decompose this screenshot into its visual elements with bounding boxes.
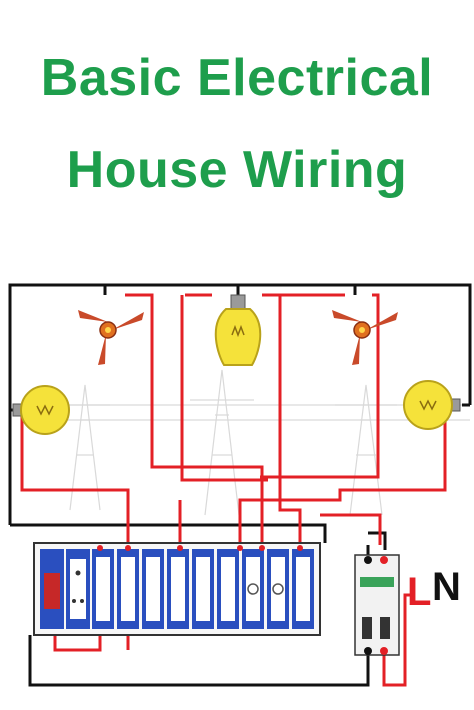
switch-board (33, 542, 321, 636)
switch-icon (192, 549, 214, 629)
regulator-icon (242, 549, 264, 629)
switch-icon (92, 549, 114, 629)
neutral-label: N (432, 565, 461, 609)
title-line-2: House Wiring (66, 141, 408, 199)
switch-icon (167, 549, 189, 629)
switch-icon (292, 549, 314, 629)
bulb-icon (214, 294, 262, 366)
ceiling-fan-icon (332, 310, 398, 365)
wall-lamp-icon (403, 380, 461, 430)
neutral-wiring (8, 283, 472, 687)
ceiling-fan-icon (78, 310, 144, 365)
socket-icon (40, 549, 90, 629)
regulator-icon (267, 549, 289, 629)
wall-lamp-icon (12, 385, 70, 435)
switch-icon (217, 549, 239, 629)
background-pylons (30, 369, 470, 516)
live-label: L (407, 570, 431, 614)
title-line-1: Basic Electrical (40, 49, 434, 107)
switch-icon (117, 549, 139, 629)
wiring-diagram: L N (8, 283, 472, 687)
breaker-icon (354, 554, 400, 656)
switch-icon (142, 549, 164, 629)
